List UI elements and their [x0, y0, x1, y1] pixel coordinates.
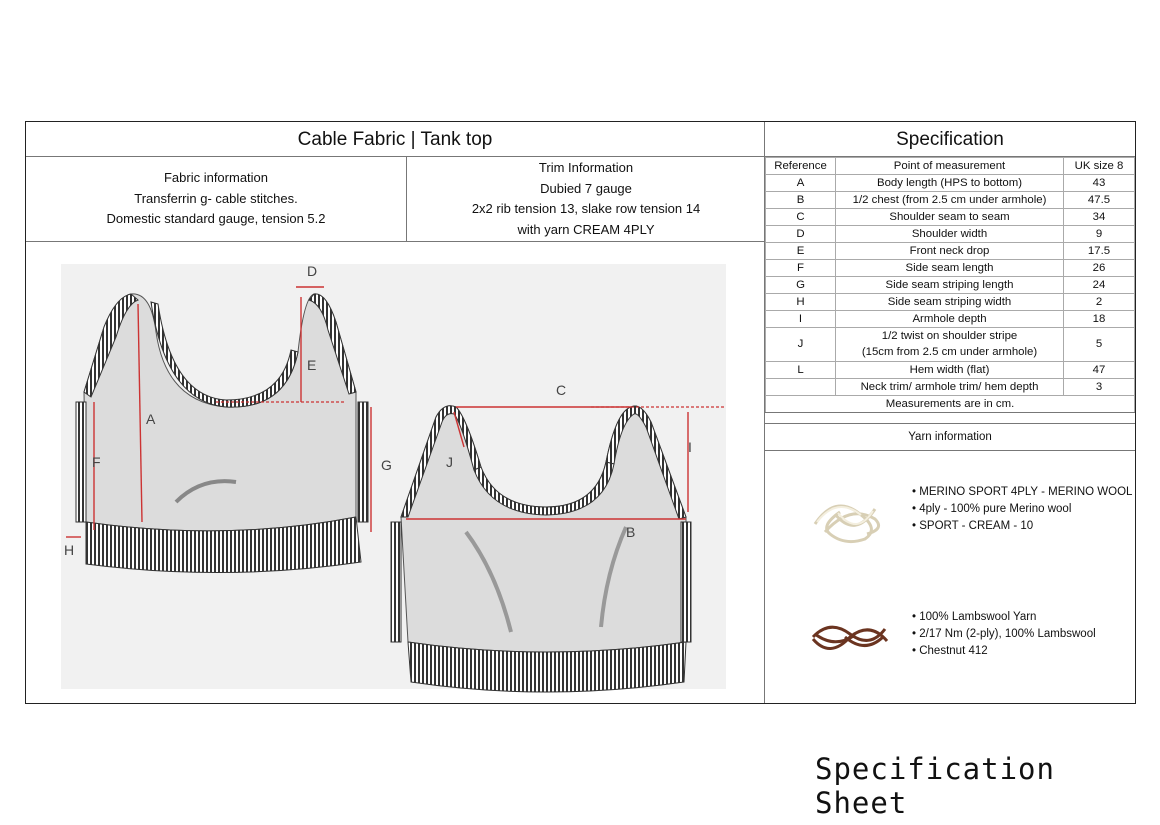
chestnut-yarn-image	[811, 625, 889, 650]
measurement-note: Measurements are in cm.	[765, 395, 1135, 413]
yarn-detail-line: 100% Lambswool Yarn	[912, 609, 1096, 626]
cell-val: 47	[1063, 361, 1135, 379]
garment-drawing: A F E D G H	[61, 263, 726, 693]
label-b: B	[626, 524, 635, 540]
yarn-detail-line: SPORT - CREAM - 10	[912, 518, 1132, 535]
spec-panel: Specification Reference Point of measure…	[765, 122, 1135, 703]
fabric-line: Domestic standard gauge, tension 5.2	[106, 211, 326, 227]
cell-pom: Hem width (flat)	[835, 361, 1064, 379]
label-h: H	[64, 542, 74, 558]
cell-pom: Side seam striping length	[835, 276, 1064, 294]
spec-sheet: Cable Fabric | Tank top Fabric informati…	[25, 121, 1136, 704]
cream-yarn-image	[813, 504, 881, 544]
cell-ref: G	[765, 276, 836, 294]
trim-line: Dubied 7 gauge	[540, 180, 632, 196]
trim-line: 2x2 rib tension 13, slake row tension 14	[471, 201, 701, 216]
cell-pom: Side seam length	[835, 259, 1064, 277]
col-ref: Reference	[765, 157, 836, 175]
label-g: G	[381, 457, 392, 473]
cell-ref: C	[765, 208, 836, 226]
spec-table: Reference Point of measurement UK size 8…	[765, 157, 1135, 413]
label-a: A	[146, 411, 156, 427]
cell-val: 47.5	[1063, 191, 1135, 209]
back-view: A F E D G H	[64, 263, 392, 574]
cell-pom-line: 1/2 twist on shoulder stripe	[881, 330, 1018, 342]
cell-val: 2	[1063, 293, 1135, 311]
cell-val: 9	[1063, 225, 1135, 243]
col-pom: Point of measurement	[835, 157, 1064, 175]
fabric-info: Fabric information Transferrin g- cable …	[26, 157, 407, 242]
yarn-detail-line: Chestnut 412	[912, 643, 1096, 660]
cell-pom: Armhole depth	[835, 310, 1064, 328]
cell-pom: Neck trim/ armhole trim/ hem depth	[835, 378, 1064, 396]
cell-pom: Shoulder seam to seam	[835, 208, 1064, 226]
cell-pom: 1/2 twist on shoulder stripe (15cm from 2…	[835, 327, 1064, 362]
yarn-title: Yarn information	[765, 424, 1135, 451]
garment-panel: Cable Fabric | Tank top Fabric informati…	[26, 122, 765, 703]
cell-val: 24	[1063, 276, 1135, 294]
cell-pom-line: (15cm from 2.5 cm under armhole)	[861, 345, 1038, 358]
cell-val: 34	[1063, 208, 1135, 226]
fabric-line: Transferrin g- cable stitches.	[134, 190, 298, 206]
cell-pom: Body length (HPS to bottom)	[835, 174, 1064, 192]
sheet-title: Specification Sheet	[815, 752, 1055, 820]
label-j: J	[446, 454, 453, 470]
cell-ref: J	[765, 327, 836, 362]
cell-ref: B	[765, 191, 836, 209]
label-e: E	[307, 357, 316, 373]
fabric-heading: Fabric information	[163, 170, 269, 186]
yarn-item: 100% Lambswool Yarn 2/17 Nm (2-ply), 100…	[765, 609, 1135, 689]
trim-info: Trim Information Dubied 7 gauge 2x2 rib …	[407, 157, 765, 242]
yarn-details: MERINO SPORT 4PLY - MERINO WOOL 4ply - 1…	[912, 484, 1132, 535]
cell-val: 17.5	[1063, 242, 1135, 260]
cell-val: 18	[1063, 310, 1135, 328]
divider	[765, 413, 1135, 424]
table-note-row: Measurements are in cm.	[765, 395, 1135, 413]
col-size: UK size 8	[1063, 157, 1135, 175]
yarn-details: 100% Lambswool Yarn 2/17 Nm (2-ply), 100…	[912, 609, 1096, 660]
cell-ref: H	[765, 293, 836, 311]
cell-val: 26	[1063, 259, 1135, 277]
cell-val: 43	[1063, 174, 1135, 192]
table-row: J 1/2 twist on shoulder stripe (15cm from…	[765, 327, 1135, 362]
label-c: C	[556, 382, 566, 398]
cell-ref: F	[765, 259, 836, 277]
yarn-detail-line: 4ply - 100% pure Merino wool	[912, 501, 1132, 518]
trim-heading: Trim Information	[538, 160, 634, 175]
cell-pom: Shoulder width	[835, 225, 1064, 243]
cell-ref: L	[765, 361, 836, 379]
cell-val: 5	[1063, 327, 1135, 362]
cell-ref	[765, 378, 836, 396]
spec-title: Specification	[765, 122, 1135, 157]
cell-pom: 1/2 chest (from 2.5 cm under armhole)	[835, 191, 1064, 209]
label-d: D	[307, 263, 317, 279]
cell-ref: I	[765, 310, 836, 328]
cell-ref: E	[765, 242, 836, 260]
trim-line: with yarn CREAM 4PLY	[517, 221, 655, 237]
cell-ref: A	[765, 174, 836, 192]
label-i: I	[688, 439, 692, 455]
yarn-item: MERINO SPORT 4PLY - MERINO WOOL 4ply - 1…	[765, 484, 1135, 564]
cell-pom: Front neck drop	[835, 242, 1064, 260]
label-f: F	[92, 454, 101, 470]
garment-title: Cable Fabric | Tank top	[26, 122, 764, 157]
yarn-detail-line: MERINO SPORT 4PLY - MERINO WOOL	[912, 484, 1132, 501]
front-view: C B I J	[390, 382, 726, 693]
spec-header-row: Reference Point of measurement UK size 8	[765, 157, 1135, 175]
cell-val: 3	[1063, 378, 1135, 396]
yarn-detail-line: 2/17 Nm (2-ply), 100% Lambswool	[912, 626, 1095, 643]
cell-ref: D	[765, 225, 836, 243]
cell-pom: Side seam striping width	[835, 293, 1064, 311]
